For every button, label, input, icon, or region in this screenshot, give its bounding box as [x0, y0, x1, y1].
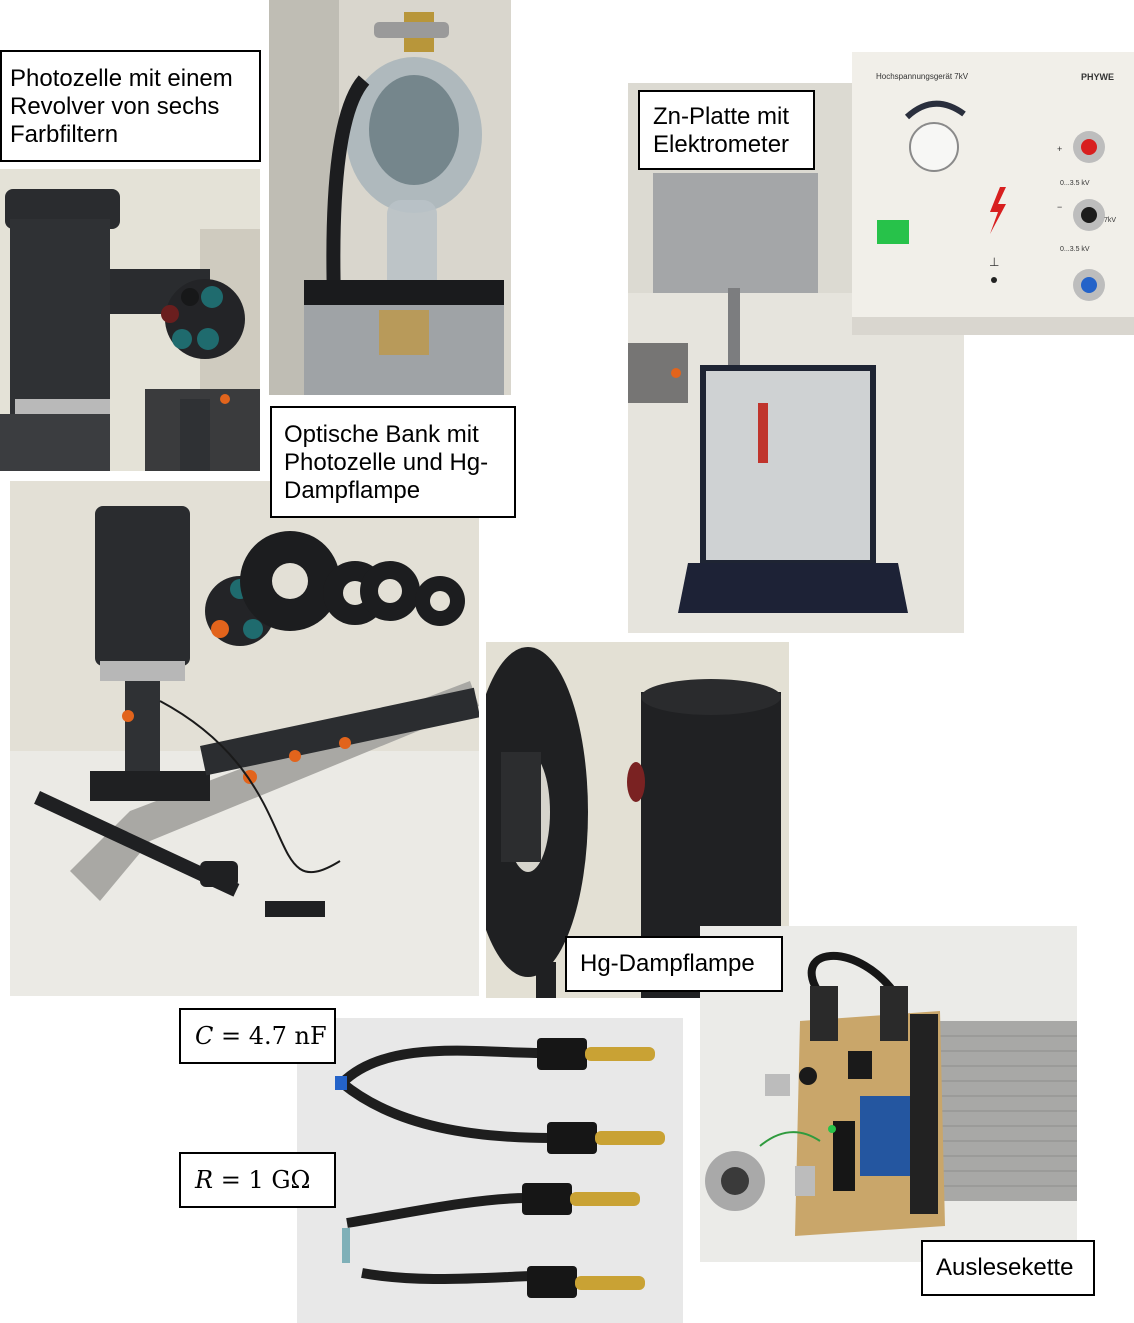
formula-resistor-var: R — [195, 1166, 214, 1194]
formula-resistor: R = 1 GΩ — [179, 1152, 336, 1208]
photo-rc-cables — [297, 1018, 683, 1323]
formula-capacitor-value: = 4.7 nF — [213, 1022, 327, 1050]
formula-capacitor-var: C — [195, 1022, 214, 1050]
label-optical-bench-line-1: Optische Bank mit — [284, 421, 479, 448]
label-optical-bench-line-2: Photozelle und Hg- — [284, 449, 489, 476]
photo-photocell-closeup — [0, 169, 260, 471]
hv-range-top-text: 0...3.5 kV — [1060, 180, 1090, 187]
photo-hv-supply: Hochspannungsgerät 7kV PHYWE 0...3.5 kV … — [852, 52, 1134, 335]
hv-ground-text: ⊥ — [989, 255, 1000, 269]
label-photocell-line-2: Revolver von sechs — [10, 93, 220, 120]
label-optical-bench-line-3: Dampflampe — [284, 477, 421, 504]
label-optical-bench: Optische Bank mit Photozelle und Hg- Dam… — [270, 406, 516, 518]
label-readout-text: Auslesekette — [936, 1254, 1074, 1281]
hv-title-text: Hochspannungsgerät 7kV — [876, 72, 969, 81]
formula-resistor-value: = 1 GΩ — [213, 1166, 311, 1194]
label-photocell: Photozelle mit einem Revolver von sechs … — [0, 50, 261, 162]
label-photocell-line-3: Farbfiltern — [10, 121, 119, 148]
hv-minus-text: − — [1057, 202, 1063, 212]
hv-range-bottom-text: 0...3.5 kV — [1060, 246, 1090, 253]
label-photocell-line-1: Photozelle mit einem — [10, 65, 233, 92]
label-hg-lamp: Hg-Dampflampe — [565, 936, 783, 992]
label-zn-plate: Zn-Platte mit Elektrometer — [638, 90, 815, 170]
photo-optical-bench — [10, 481, 479, 996]
hv-plus-text: + — [1057, 144, 1063, 154]
label-hg-lamp-text: Hg-Dampflampe — [580, 950, 755, 977]
label-readout: Auslesekette — [921, 1240, 1095, 1296]
photo-hg-bulb — [269, 0, 511, 395]
label-zn-plate-line-2: Elektrometer — [653, 131, 790, 158]
label-zn-plate-line-1: Zn-Platte mit — [653, 103, 790, 130]
hv-side-text: 7kV — [1104, 217, 1117, 224]
hv-brand-text: PHYWE — [1081, 72, 1115, 82]
formula-capacitor: C = 4.7 nF — [179, 1008, 336, 1064]
